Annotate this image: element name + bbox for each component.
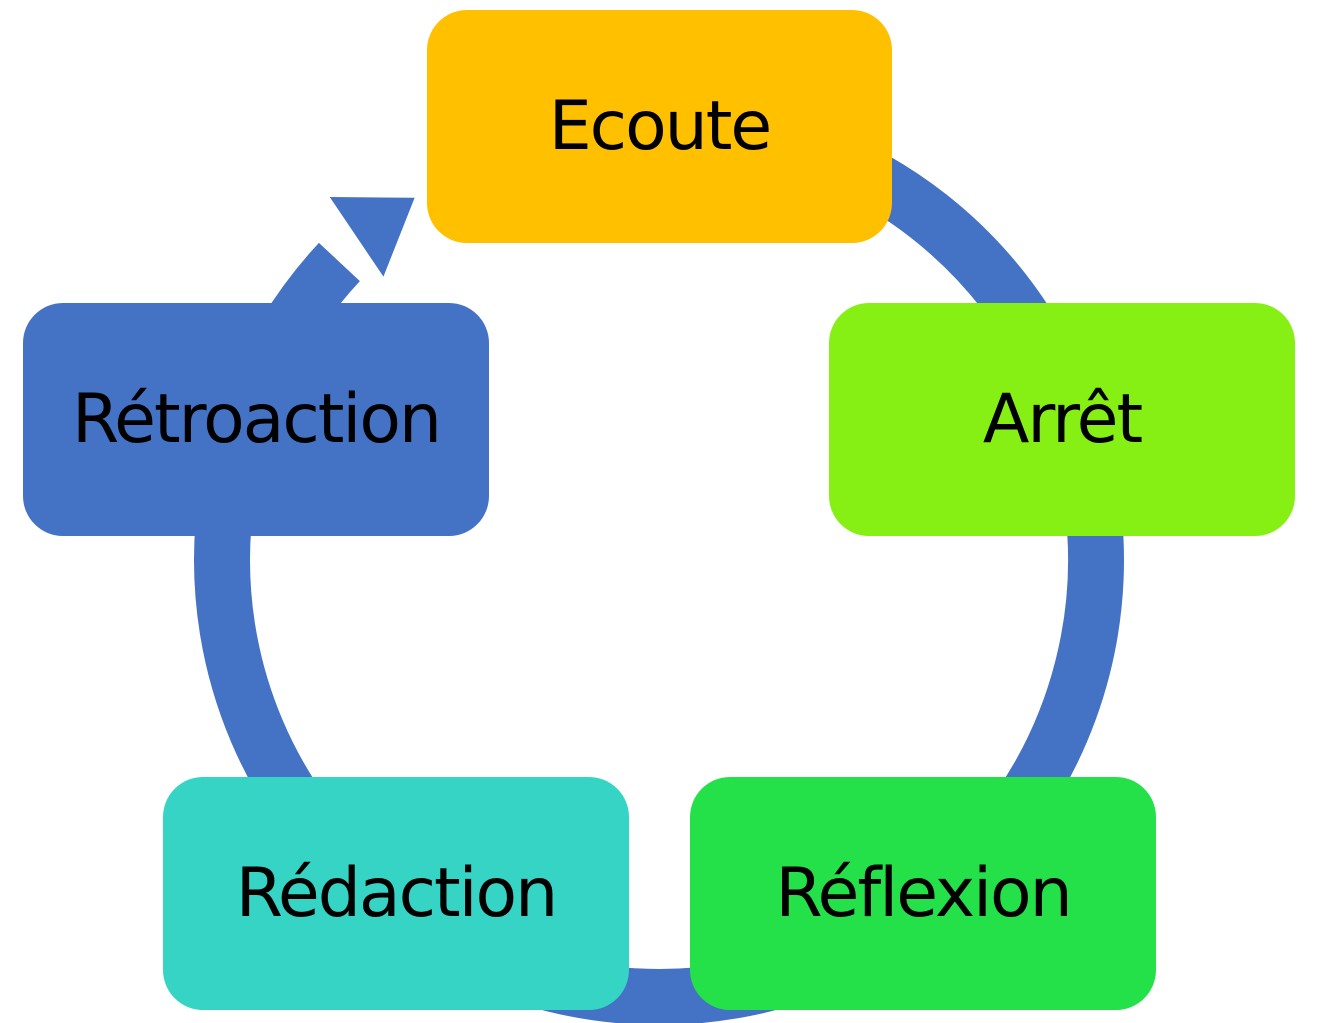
node-redaction-label: Rédaction — [235, 854, 559, 933]
node-retroaction-label: Rétroaction — [71, 380, 442, 459]
node-arret-label: Arrêt — [982, 380, 1143, 459]
node-redaction: Rédaction — [163, 777, 629, 1010]
node-arret: Arrêt — [829, 303, 1295, 536]
node-ecoute: Ecoute — [427, 10, 892, 243]
cycle-arrowhead-icon — [329, 197, 415, 277]
node-retroaction: Rétroaction — [23, 303, 489, 536]
node-ecoute-label: Ecoute — [548, 87, 773, 166]
node-reflexion-label: Réflexion — [775, 854, 1072, 933]
node-reflexion: Réflexion — [690, 777, 1156, 1010]
